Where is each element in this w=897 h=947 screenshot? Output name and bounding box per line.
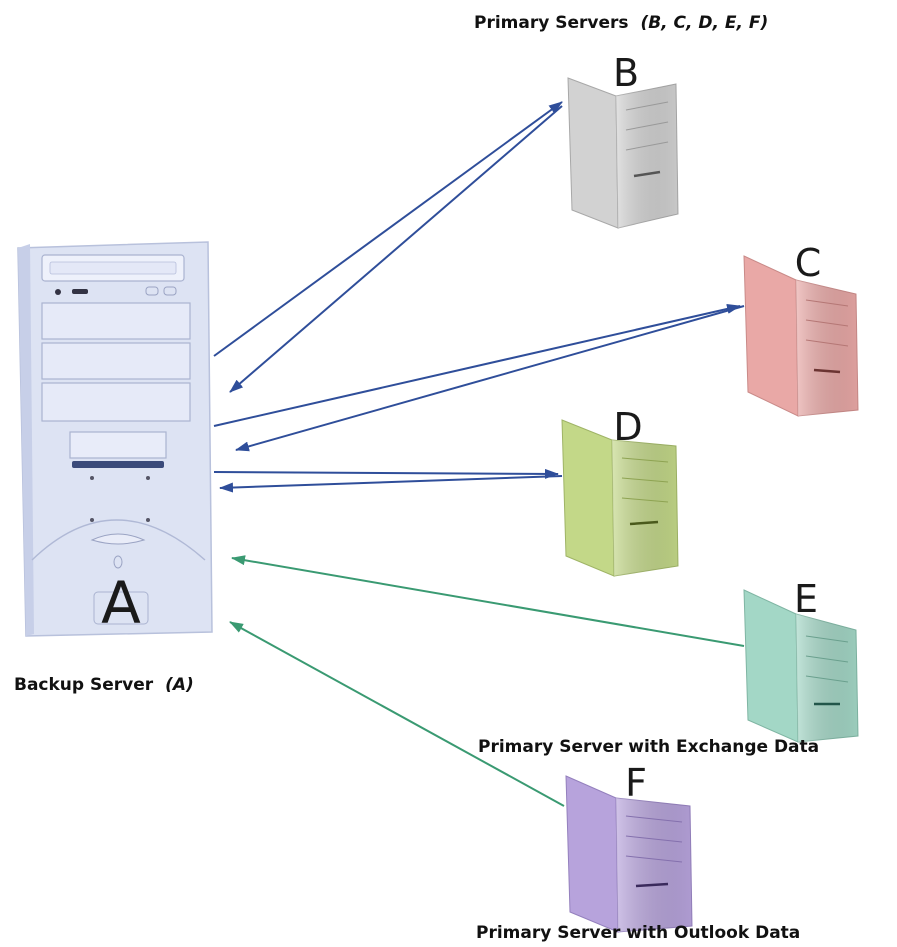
backup-server-a: A [17,241,213,637]
server-d-side [561,419,615,577]
arrow-d-to-a [219,475,563,493]
server-a-floppy-slot [72,461,164,468]
server-a-side [18,244,34,636]
primary-server-e: E [743,577,859,743]
primary-server-c: C [743,241,859,417]
backup-server-label: Backup Server [14,675,154,695]
primary-server-d: D [561,405,679,577]
server-f-side [565,775,619,933]
exchange-caption: Primary Server with Exchange Data [478,737,819,757]
arrow-a-to-b [213,101,563,357]
backup-server-item: (A) [165,675,194,695]
connections [213,101,745,807]
server-b-side [567,77,619,229]
server-b-letter: B [613,51,639,95]
server-a-button [72,289,88,294]
arrow-e-to-a [231,555,745,647]
primary-servers-label: Primary Servers [474,13,629,33]
server-f-letter: F [625,761,647,805]
backup-server-caption: Backup Server (A) [14,675,194,695]
arrow-a-to-c [213,304,741,427]
primary-servers-caption: Primary Servers (B, C, D, E, F) [474,13,768,33]
arrow-f-to-a [229,621,565,807]
server-a-power-led [55,289,61,295]
arrow-b-to-a [229,105,563,393]
outlook-caption: Primary Server with Outlook Data [476,923,800,943]
server-e-side [743,589,799,743]
arrow-c-to-a [235,305,745,452]
server-d-letter: D [613,405,642,449]
server-e-letter: E [794,577,818,621]
arrow-a-to-d [213,468,559,479]
server-c-side [743,255,799,417]
server-c-letter: C [795,241,822,285]
primary-servers-items: (B, C, D, E, F) [640,13,768,33]
server-a-letter: A [101,569,141,637]
primary-server-f: F [565,761,693,933]
primary-server-b: B [567,51,679,229]
